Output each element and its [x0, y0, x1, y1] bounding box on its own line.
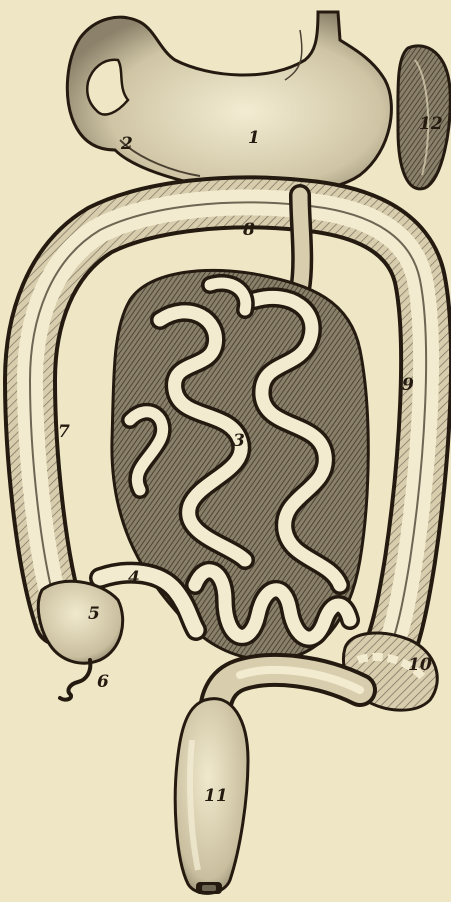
stomach — [67, 12, 391, 193]
label-2: 2 — [121, 136, 133, 153]
small-intestine — [112, 270, 368, 660]
label-4: 4 — [128, 570, 140, 587]
label-1: 1 — [248, 130, 260, 147]
appendix — [60, 660, 90, 700]
label-11: 11 — [204, 788, 228, 805]
label-5: 5 — [88, 606, 100, 623]
label-10: 10 — [408, 657, 432, 674]
label-9: 9 — [402, 377, 414, 394]
label-8: 8 — [243, 222, 255, 239]
label-12: 12 — [419, 116, 443, 133]
label-7: 7 — [58, 424, 70, 441]
label-6: 6 — [97, 674, 109, 691]
cecum — [38, 581, 122, 663]
label-3: 3 — [233, 433, 245, 450]
